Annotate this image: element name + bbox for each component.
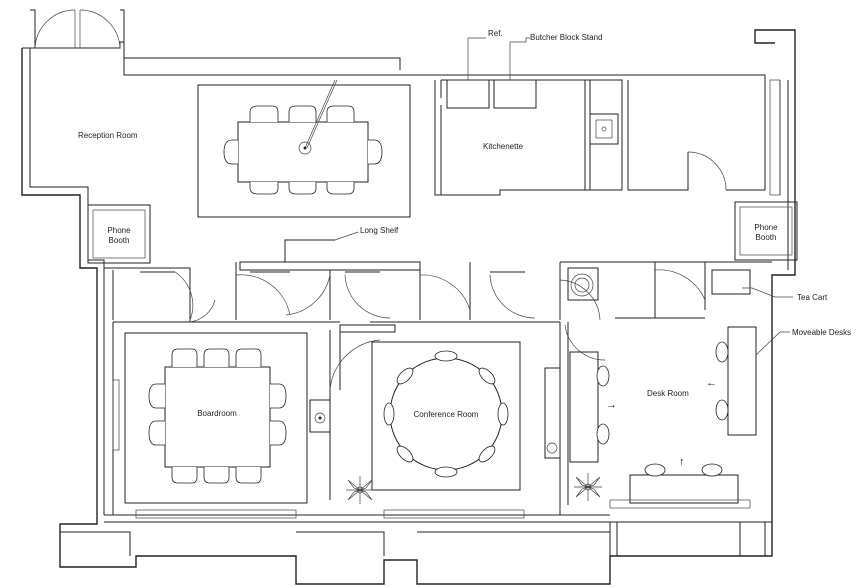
callout-tea-cart: Tea Cart — [797, 293, 828, 302]
chair-icon — [434, 350, 458, 362]
chair-icon — [596, 365, 610, 387]
kitchenette-area — [434, 79, 781, 196]
chair-icon — [434, 466, 458, 478]
arrow-left-icon: ← — [706, 377, 717, 389]
chair-icon — [223, 139, 238, 165]
arrow-right-icon: → — [606, 399, 617, 411]
chair-icon — [203, 467, 230, 484]
callout-butcher-block: Butcher Block Stand — [530, 33, 602, 42]
callout-long-shelf: Long Shelf — [360, 226, 399, 235]
chair-icon — [396, 367, 414, 385]
callout-leaders — [334, 37, 793, 356]
label-boardroom: Boardroom — [197, 409, 237, 418]
chair-icon — [249, 182, 279, 195]
chair-icon — [396, 445, 414, 463]
fridge-icon — [446, 79, 490, 109]
chair-icon — [478, 445, 496, 463]
chair-icon — [326, 105, 355, 122]
chair-icon — [148, 420, 165, 446]
chair-icon — [235, 348, 262, 367]
butcher-block-icon — [493, 79, 537, 109]
boardroom-area — [112, 332, 331, 504]
chair-icon — [368, 139, 383, 165]
long-shelf-icon — [239, 239, 421, 271]
label-kitchenette: Kitchenette — [483, 142, 524, 151]
label-conference: Conference Room — [414, 410, 479, 419]
chair-icon — [203, 348, 230, 367]
phone-booth-right — [734, 201, 798, 261]
chair-icon — [478, 367, 496, 385]
phone-booth-left — [87, 204, 151, 264]
toilet-icon — [567, 267, 599, 301]
chair-icon — [249, 105, 279, 122]
callout-ref: Ref. — [488, 29, 503, 38]
chair-icon — [288, 105, 317, 122]
chair-icon — [497, 402, 509, 426]
arrow-up-icon: ↑ — [679, 456, 685, 468]
plant-icon — [574, 473, 602, 501]
chair-icon — [715, 341, 729, 363]
chair-icon — [644, 463, 666, 477]
chair-icon — [171, 348, 198, 367]
sink-icon — [589, 113, 619, 145]
plant-icon — [346, 476, 374, 504]
label-desk-room: Desk Room — [647, 389, 689, 398]
chair-icon — [235, 467, 262, 484]
chair-icon — [715, 399, 729, 421]
chair-icon — [596, 423, 610, 445]
chair-icon — [288, 182, 317, 195]
chair-icon — [148, 383, 165, 409]
desk-room-area — [569, 269, 757, 504]
chair-icon — [270, 383, 287, 409]
callout-moveable-desks: Moveable Desks — [792, 328, 851, 337]
chair-icon — [383, 402, 395, 426]
chair-icon — [701, 463, 723, 477]
chair-icon — [270, 420, 287, 446]
chair-icon — [326, 182, 355, 195]
conference-area — [346, 341, 561, 504]
chair-icon — [171, 467, 198, 484]
tea-cart-icon — [711, 269, 751, 295]
entry-door-icon — [34, 9, 121, 49]
label-reception: Reception Room — [78, 131, 138, 140]
outer-walls — [21, 9, 796, 585]
door-swings — [174, 269, 706, 391]
reception-area — [197, 79, 411, 218]
